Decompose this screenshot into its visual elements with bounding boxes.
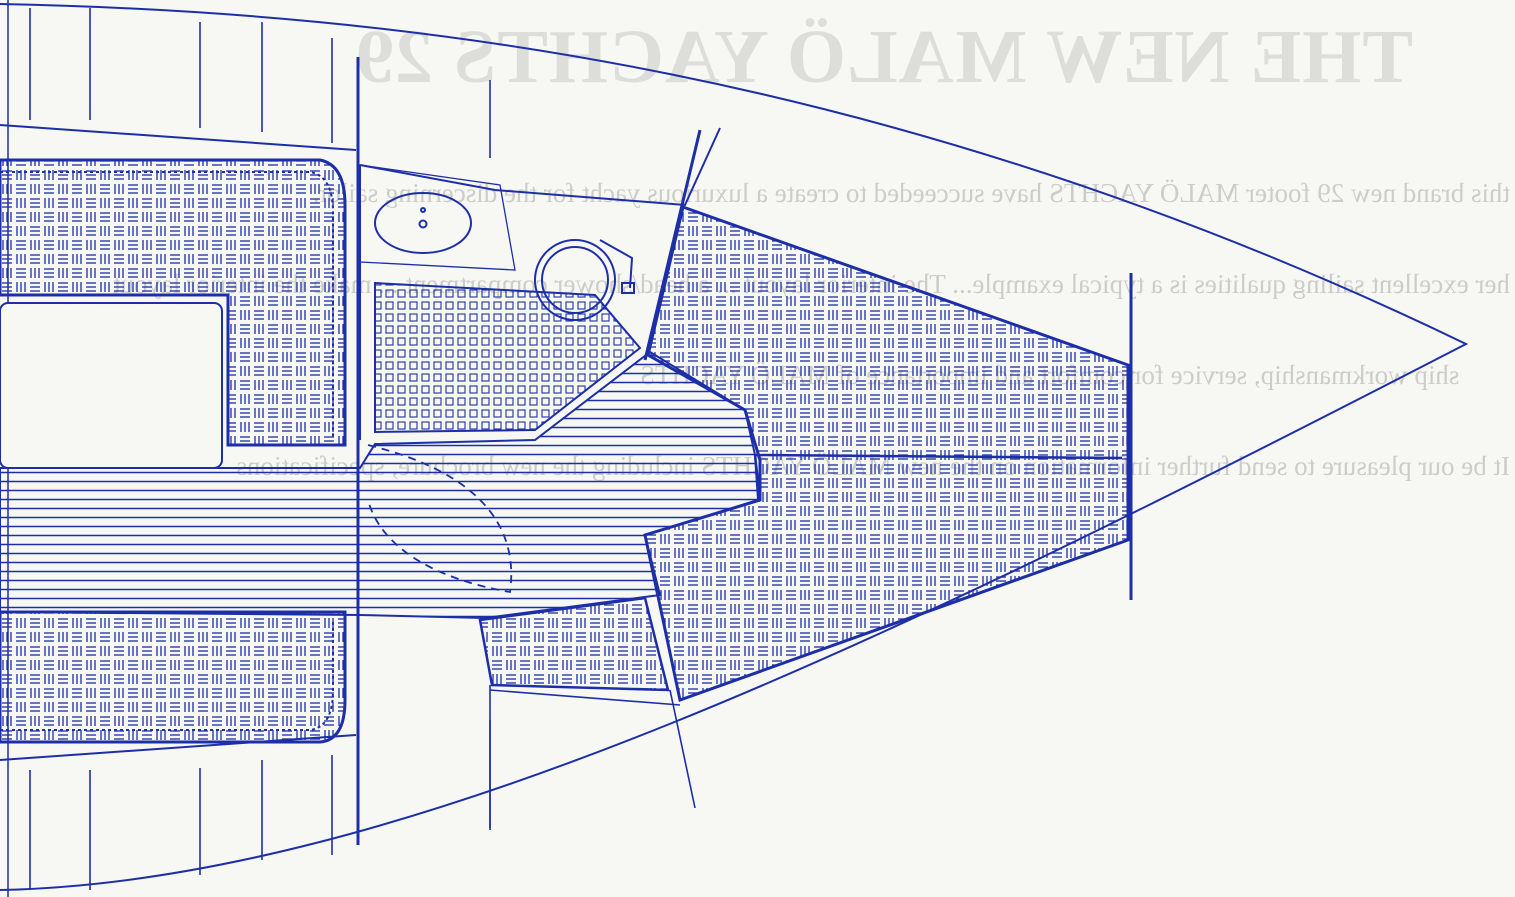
starboard-settee — [0, 610, 347, 744]
v-berth — [643, 205, 1130, 702]
hanging-locker — [478, 596, 670, 692]
hull-outline — [0, 3, 1469, 891]
shower-floor — [374, 281, 642, 434]
port-settee — [0, 158, 347, 447]
cabin-table — [0, 302, 223, 469]
head-compartment — [359, 127, 721, 207]
washbasin — [374, 192, 472, 254]
